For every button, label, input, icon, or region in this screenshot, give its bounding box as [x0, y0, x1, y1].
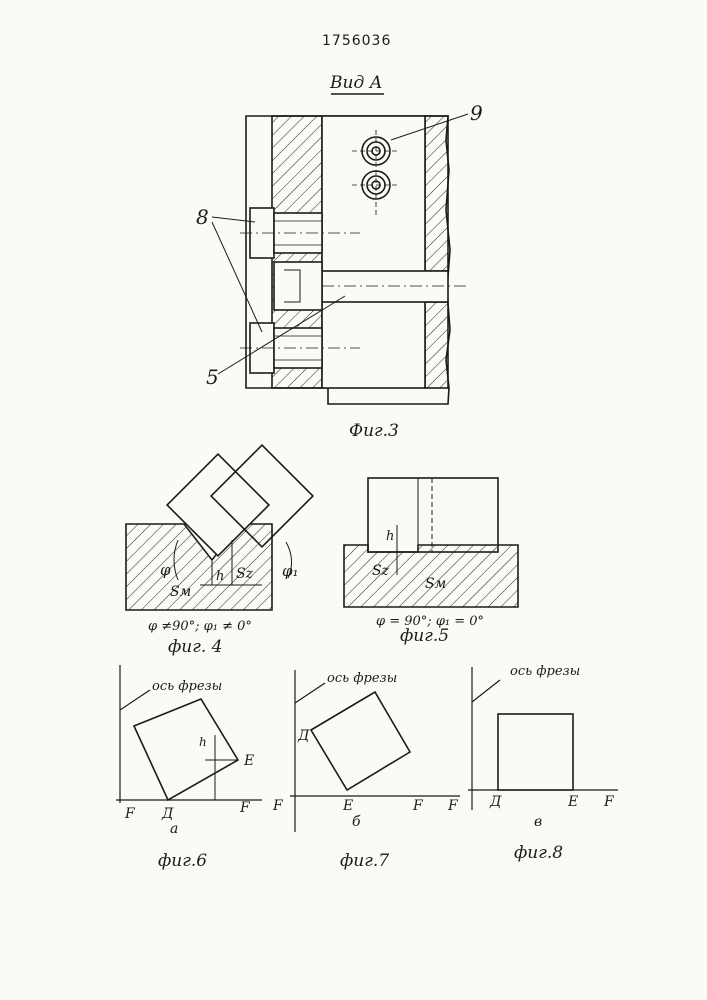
fig8-sub: в — [534, 814, 542, 830]
fig6-d: Д — [161, 806, 174, 822]
fig5-sz: Sz — [372, 563, 390, 579]
shaft — [322, 271, 448, 302]
fig4-condition: φ ≠90°; φ₁ ≠ 0° — [148, 619, 252, 634]
fig6: ось фрезы E Д F F h а фиг.6 — [116, 665, 262, 871]
fig8-f-right: F — [603, 794, 615, 810]
housing-right-wall-bottom — [425, 302, 448, 388]
fig8-square — [498, 714, 573, 790]
fig8-caption: фиг.8 — [514, 843, 563, 863]
fig8: ось фрезы Д E F в фиг.8 — [468, 664, 618, 863]
fig6-sub: а — [170, 821, 178, 837]
leader-8a — [212, 217, 255, 222]
callout-8: 8 — [196, 205, 209, 229]
fig5-h: h — [386, 529, 394, 544]
fig4-phi: φ — [160, 561, 171, 579]
fig5-caption: фиг.5 — [400, 626, 449, 646]
fig7-e: E — [342, 798, 353, 814]
fig3-caption: Фиг.3 — [349, 421, 399, 441]
fig7-caption: фиг.7 — [340, 851, 389, 871]
fig7-f-mid: F — [447, 798, 459, 814]
fig4-h: h — [216, 569, 224, 584]
fig7: ось фрезы Д E F F F б фиг.7 — [272, 670, 460, 871]
fig6-f-right: F — [239, 800, 251, 816]
hub-pocket — [274, 262, 322, 310]
fig7-sub: б — [352, 814, 361, 830]
fig7-square — [311, 692, 410, 790]
fig3-view-label: Вид А — [329, 73, 383, 93]
callout-5: 5 — [206, 365, 219, 389]
fig4-sz: Sz — [236, 566, 254, 582]
housing-right-wall-top — [425, 116, 448, 271]
fig7-axis-label: ось фрезы — [327, 671, 397, 686]
fig5: h Sz Sм φ = 90°; φ₁ = 0° фиг.5 — [344, 478, 518, 646]
fig4-sm: Sм — [170, 584, 191, 600]
fig6-e: E — [243, 753, 254, 769]
fig8-d: Д — [489, 794, 502, 810]
fig4-phi1: φ₁ — [282, 562, 299, 580]
fig7-f-left: F — [272, 798, 284, 814]
fig6-caption: фиг.6 — [158, 851, 207, 871]
fig4: φ φ₁ h Sz Sм φ ≠90°; φ₁ ≠ 0° фиг. 4 — [126, 445, 313, 657]
fig6-h: h — [199, 735, 207, 749]
fig6-axis-label: ось фрезы — [152, 679, 222, 694]
fig8-axis-label: ось фрезы — [510, 664, 580, 679]
fig4-caption: фиг. 4 — [168, 637, 222, 657]
fig5-sm: Sм — [425, 576, 446, 592]
fig6-f-left: F — [124, 806, 136, 822]
fig6-square — [134, 699, 238, 800]
fig3: Вид А — [196, 73, 483, 441]
fig8-e: E — [567, 794, 578, 810]
fig7-f-right: F — [412, 798, 424, 814]
inner-block — [322, 116, 425, 388]
fig7-d: Д — [297, 728, 310, 744]
callout-9: 9 — [470, 101, 483, 125]
